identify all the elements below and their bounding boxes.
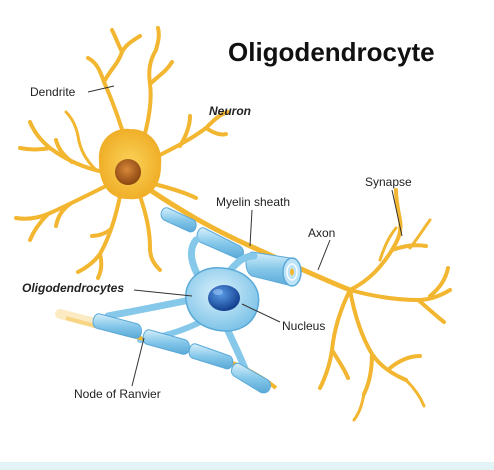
axon-terminal (348, 288, 422, 396)
title: Oligodendrocyte (228, 37, 435, 67)
synapse-label: Synapse (365, 175, 412, 189)
axon-terminal (318, 288, 352, 390)
leader-lines (87, 85, 403, 387)
dendrite-label: Dendrite (30, 85, 76, 99)
dendrite-branch (86, 28, 142, 152)
myelin-segment (142, 329, 190, 355)
bottom-strip (0, 462, 494, 470)
nucleus-leader (241, 303, 281, 323)
axon-terminal (378, 218, 432, 262)
oligodendrocytes-leader (133, 289, 193, 297)
myelin-sheath-group (55, 207, 302, 394)
oligodendrocyte-nucleus (208, 285, 240, 311)
myelin-segment (188, 343, 234, 370)
myelin-sheath-label: Myelin sheath (216, 195, 290, 209)
dendrite-branch (64, 110, 98, 172)
axon-leader (317, 239, 331, 271)
oligodendrocytes-label: Oligodendrocytes (22, 281, 124, 295)
axon-terminal (348, 266, 452, 324)
nucleus-label: Nucleus (282, 319, 325, 333)
synapse-leader (391, 189, 403, 237)
dendrite-branch (152, 182, 198, 200)
node-of-ranvier-label: Node of Ranvier (74, 387, 161, 401)
dendrite-branch (76, 194, 122, 280)
myelin-leader (249, 209, 253, 247)
dendrite-leader (87, 85, 115, 93)
dendrite-branch (14, 184, 108, 242)
axon-terminal (352, 378, 426, 422)
axon-label: Axon (308, 226, 335, 240)
myelin-segment (160, 207, 197, 233)
myelin-segment (196, 227, 244, 259)
neuron-label: Neuron (209, 104, 251, 118)
neuron-nucleus (115, 159, 141, 185)
dendrite-branch (138, 26, 174, 152)
node-leader (131, 337, 145, 387)
neuron-soma (98, 128, 162, 200)
dendrite-branch (138, 194, 162, 272)
oligodendrocyte-process (104, 296, 194, 320)
axon-terminal (348, 188, 428, 292)
dendrite-branch (148, 110, 230, 162)
dendrite-branch (18, 120, 106, 174)
myelin-segment (92, 313, 142, 339)
myelin-segment (231, 362, 271, 394)
